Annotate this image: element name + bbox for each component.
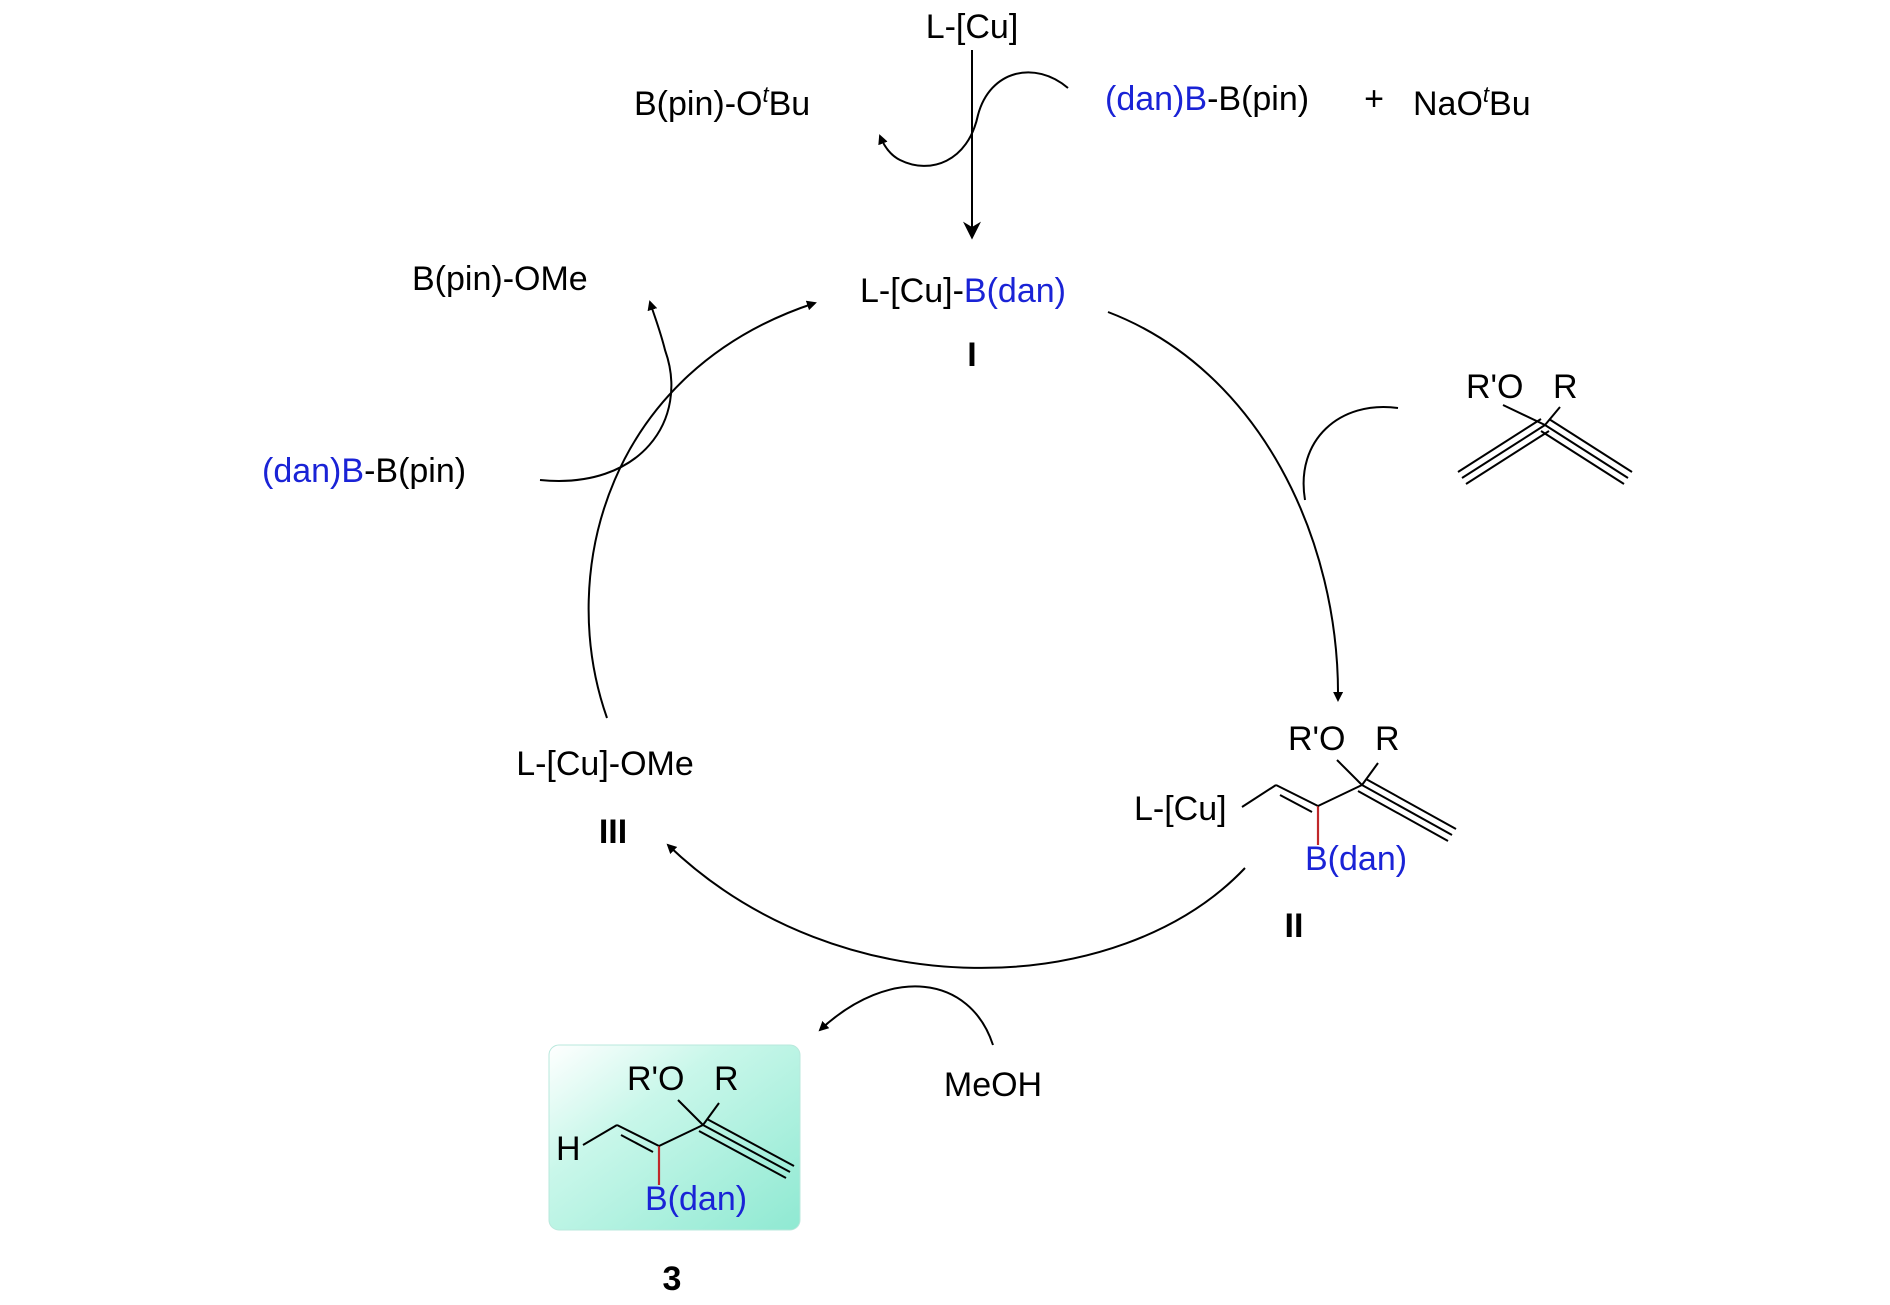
intermediate-3-formula: L-[Cu]-OMe (516, 745, 694, 783)
intermediate-2-cu: L-[Cu] (1134, 790, 1227, 828)
product-ro: R'O (627, 1060, 685, 1098)
intermediate-2-r: R (1375, 720, 1400, 758)
intermediate-1-formula: L-[Cu]-B(dan) (860, 272, 1066, 310)
intermediate-2-bdan: B(dan) (1305, 840, 1407, 878)
left-diboron-reagent: (dan)B-B(pin) (262, 452, 466, 490)
top-base-reagent: NaOtBu (1413, 82, 1531, 123)
diboron-regeneration-arc (539, 300, 673, 482)
plus-sign: + (1364, 80, 1384, 118)
product-3-structure: R'O R H B(dan) (556, 1060, 795, 1218)
intermediate-2-label: II (1285, 907, 1304, 945)
product-bdan: B(dan) (645, 1180, 747, 1218)
arc-ii-to-iii (666, 843, 1246, 969)
arc-i-to-ii (1107, 311, 1344, 702)
top-diboron-reagent: (dan)B-B(pin) (1105, 80, 1309, 118)
intermediate-2-ro: R'O (1288, 720, 1346, 758)
top-byproduct: B(pin)-OtBu (634, 82, 810, 123)
product-h: H (556, 1130, 581, 1168)
left-byproduct: B(pin)-OMe (412, 260, 588, 298)
product-3-label: 3 (663, 1260, 682, 1298)
substrate-ro: R'O (1466, 368, 1524, 406)
intermediate-2-structure: R'O R L-[Cu] B(dan) (1134, 720, 1457, 878)
intermediate-3-label: III (599, 813, 627, 851)
arc-iii-to-i (587, 300, 817, 719)
methanol-reagent: MeOH (944, 1066, 1042, 1104)
methanol-protonation-arc (818, 985, 994, 1046)
substrate-diyne: R'O R (1457, 368, 1633, 485)
substrate-entry-arc (1302, 406, 1399, 501)
intermediate-1-label: I (967, 336, 976, 374)
substrate-r: R (1553, 368, 1578, 406)
catalyst-precursor-label: L-[Cu] (926, 8, 1019, 46)
product-r: R (714, 1060, 739, 1098)
reagent-swap-arc (878, 71, 1069, 167)
